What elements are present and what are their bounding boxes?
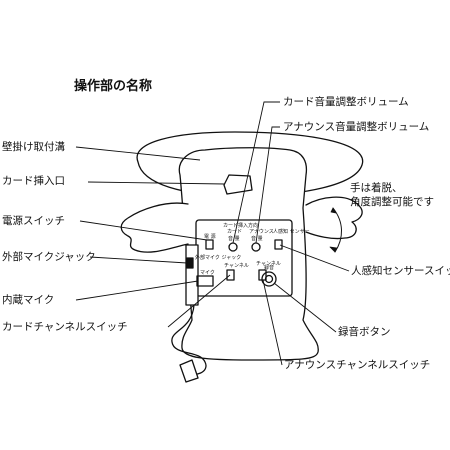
panel-sensor: 人感知 センサー — [273, 228, 310, 235]
label-announce-channel-switch: アナウンスチャンネルスイッチ — [284, 359, 431, 371]
panel-channel-card: チャンネル — [224, 263, 249, 269]
leader-sensor — [279, 244, 350, 272]
panel-announce: アナウンス — [249, 228, 274, 235]
label-built-in-mic: 内蔵マイク — [2, 294, 55, 306]
leader-card-channel — [167, 274, 231, 328]
panel-volume-announce: 音 量 — [251, 235, 263, 242]
adjust-arrow — [332, 207, 342, 253]
leader-card-slot — [87, 181, 226, 185]
label-wall-mount-groove: 壁掛け取付溝 — [2, 141, 65, 153]
panel-card-insert: カード挿入方向 — [223, 222, 258, 229]
leader-announce-volume — [255, 126, 280, 244]
label-motion-sensor-switch: 人感知センサースイッチ — [351, 265, 450, 277]
leader-card-volume — [232, 101, 280, 244]
plug — [179, 359, 199, 383]
label-hand-adjust: 手は着脱、 角度調整可能です — [350, 182, 434, 209]
panel-card: カード — [227, 229, 242, 235]
leader-record — [273, 282, 337, 333]
label-card-volume: カード音量調整ボリューム — [283, 96, 409, 108]
label-announce-volume: アナウンス音量調整ボリューム — [283, 121, 430, 133]
label-ext-mic-jack: 外部マイクジャック — [2, 251, 96, 263]
record-button — [261, 271, 277, 287]
page-title: 操作部の名称 — [74, 79, 153, 94]
power-cable — [171, 304, 207, 376]
sensor-switch — [274, 239, 283, 250]
side-panel — [185, 244, 199, 306]
ext-mic-jack-socket — [186, 257, 194, 269]
label-card-channel-switch: カードチャンネルスイッチ — [2, 321, 128, 333]
panel-mic: マイク — [200, 270, 215, 276]
panel-ext-mic: 外部マイク ジャック — [195, 254, 241, 261]
label-card-slot: カード挿入口 — [2, 175, 65, 187]
leader-power — [79, 220, 208, 241]
panel-channel-announce: チャンネル — [256, 261, 281, 267]
panel-record: 録音 — [264, 264, 274, 271]
right-arm — [305, 196, 363, 240]
leader-wall-mount — [75, 146, 201, 161]
card-slot — [223, 174, 253, 195]
power-switch — [205, 239, 214, 250]
left-arm — [120, 202, 189, 253]
panel-power: 電 源 — [204, 233, 216, 240]
leader-ext-mic — [89, 256, 188, 264]
label-record-button: 録音ボタン — [338, 326, 391, 338]
card-channel-switch — [226, 269, 235, 281]
label-power-switch: 電源スイッチ — [2, 215, 65, 227]
leader-announce-channel — [262, 279, 283, 366]
leader-built-in-mic — [75, 280, 199, 301]
panel-volume-card: 音 量 — [228, 235, 240, 242]
